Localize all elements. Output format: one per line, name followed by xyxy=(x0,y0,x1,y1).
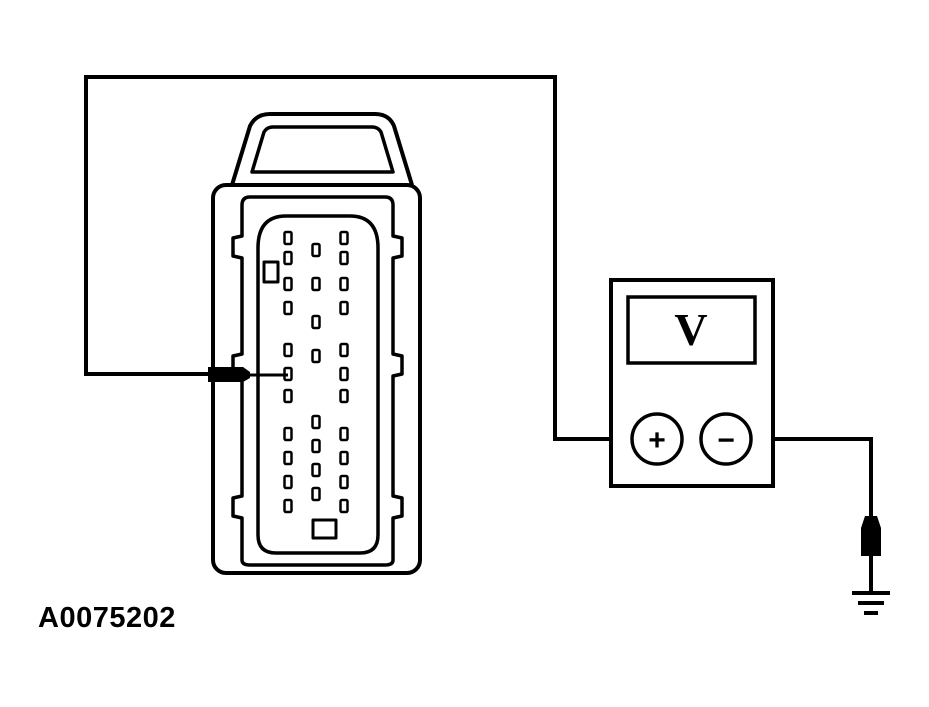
ground-wire xyxy=(750,437,873,520)
ground-symbol xyxy=(852,591,890,615)
connector-pin xyxy=(339,230,349,246)
ground-clip xyxy=(861,516,881,562)
connector-pin-field xyxy=(256,214,380,555)
connector-bottom-key xyxy=(311,518,338,540)
connector-inner-housing xyxy=(231,195,404,567)
connector-pin xyxy=(339,450,349,466)
voltmeter: V + − xyxy=(609,278,775,488)
connector-pin xyxy=(311,438,321,454)
connector-pin xyxy=(311,242,321,258)
connector-pin xyxy=(283,276,293,292)
probe-wire xyxy=(84,75,632,441)
connector-pin xyxy=(339,366,349,382)
positive-terminal-symbol: + xyxy=(648,424,666,457)
connector-pin xyxy=(339,300,349,316)
connector-latch xyxy=(230,112,414,186)
back-probe xyxy=(208,367,288,382)
connector-pin xyxy=(283,300,293,316)
connector-pin xyxy=(339,276,349,292)
back-probe-body xyxy=(208,367,250,382)
connector-pin xyxy=(311,276,321,292)
connector-pin xyxy=(283,426,293,442)
connector-pin xyxy=(283,498,293,514)
connector-key-notch xyxy=(262,260,280,284)
connector-pin xyxy=(283,342,293,358)
connector-pin xyxy=(311,486,321,502)
connector-pin xyxy=(283,388,293,404)
connector-pin xyxy=(283,250,293,266)
connector-pin xyxy=(283,230,293,246)
connector-pin xyxy=(311,314,321,330)
positive-terminal xyxy=(630,412,684,466)
negative-terminal-symbol: − xyxy=(717,424,735,457)
connector-pins xyxy=(283,230,349,514)
ground-clip-body xyxy=(861,516,881,556)
connector-pin xyxy=(339,342,349,358)
connector-pin xyxy=(283,474,293,490)
connector xyxy=(211,112,422,575)
connector-pin xyxy=(339,474,349,490)
connector-pin xyxy=(339,388,349,404)
connector-pin xyxy=(283,450,293,466)
connector-pin xyxy=(339,426,349,442)
connector-pin xyxy=(339,498,349,514)
connector-pin xyxy=(339,250,349,266)
negative-terminal xyxy=(699,412,753,466)
connector-pin xyxy=(311,462,321,478)
voltmeter-display xyxy=(626,295,757,365)
connector-pin xyxy=(311,348,321,364)
connector-pin xyxy=(311,414,321,430)
connector-latch-inner xyxy=(250,125,395,174)
voltmeter-display-symbol: V xyxy=(674,304,707,355)
figure-id: A0075202 xyxy=(38,602,176,634)
wiring xyxy=(84,75,873,592)
